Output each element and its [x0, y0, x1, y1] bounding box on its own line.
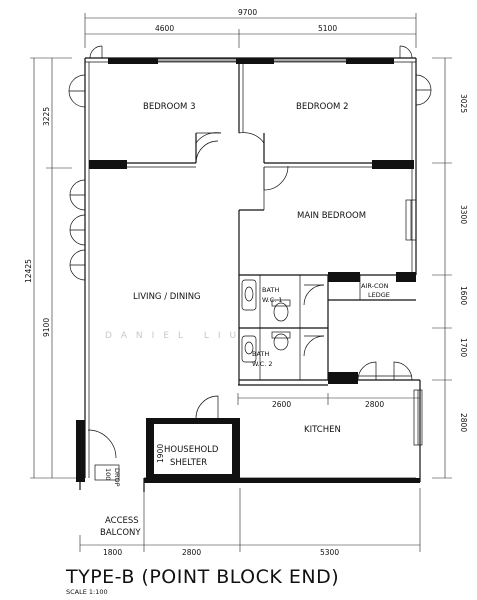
bath-fixtures: [94, 279, 291, 481]
plan-scale: SCALE 1:100: [66, 588, 108, 596]
dimension-texts: 9700 4600 5100 3225 12425 9100 3025 3300…: [24, 8, 468, 557]
room-label-kitchen: KITCHEN: [304, 425, 341, 435]
windows: [68, 45, 432, 446]
dim-top-left: 4600: [155, 24, 174, 33]
dim-bottom-3: 5300: [320, 548, 339, 557]
dim-bottom-1: 1800: [103, 548, 122, 557]
dim-right-3: 1600: [459, 286, 468, 305]
room-label-main-bedroom: MAIN BEDROOM: [297, 211, 366, 221]
doors: [87, 132, 325, 459]
refuse-chute-label: DROP: [113, 468, 121, 487]
room-label-household: HOUSEHOLD: [164, 445, 219, 455]
room-label-wc-2: W.C. 2: [252, 360, 273, 368]
wall-columns: [76, 58, 420, 483]
room-label-access: ACCESS: [105, 516, 139, 526]
room-label-shelter: SHELTER: [170, 458, 207, 468]
room-label-wc-1: W.C. 1: [262, 296, 283, 304]
dim-top-total: 9700: [238, 8, 257, 17]
dim-right-4: 1700: [459, 338, 468, 357]
dim-top-right: 5100: [318, 24, 337, 33]
dim-inner-right: 2800: [365, 400, 384, 409]
room-label-ledge: LEDGE: [368, 291, 390, 299]
dimension-lines: [30, 13, 452, 552]
watermark: DANIEL LIU: [105, 331, 245, 341]
room-label-balcony: BALCONY: [100, 528, 141, 538]
dim-shelter-height: 1900: [156, 444, 165, 463]
dim-bottom-2: 2800: [182, 548, 201, 557]
room-label-bedroom-3: BEDROOM 3: [143, 102, 195, 112]
dim-left-lower: 9100: [42, 318, 51, 337]
dim-right-1: 3025: [459, 94, 468, 113]
dim-right-5: 2800: [459, 413, 468, 432]
dim-inner-left: 2600: [272, 400, 291, 409]
dim-right-2: 3300: [459, 205, 468, 224]
room-label-aircon: AIR-CON: [361, 282, 389, 290]
plan-title: TYPE-B (POINT BLOCK END): [65, 566, 339, 588]
room-label-bedroom-2: BEDROOM 2: [296, 102, 348, 112]
refuse-chute-size: 100: [104, 468, 112, 480]
room-labels: BEDROOM 3 BEDROOM 2 MAIN BEDROOM LIVING …: [100, 102, 390, 538]
interior-walls: [79, 58, 420, 492]
room-label-bath-2: BATH: [252, 350, 269, 358]
dim-left-upper: 3225: [42, 107, 51, 126]
room-label-living-dining: LIVING / DINING: [133, 292, 201, 302]
outer-walls: [84, 57, 421, 483]
dim-left-total: 12425: [24, 259, 33, 283]
room-label-bath-1: BATH: [262, 286, 279, 294]
